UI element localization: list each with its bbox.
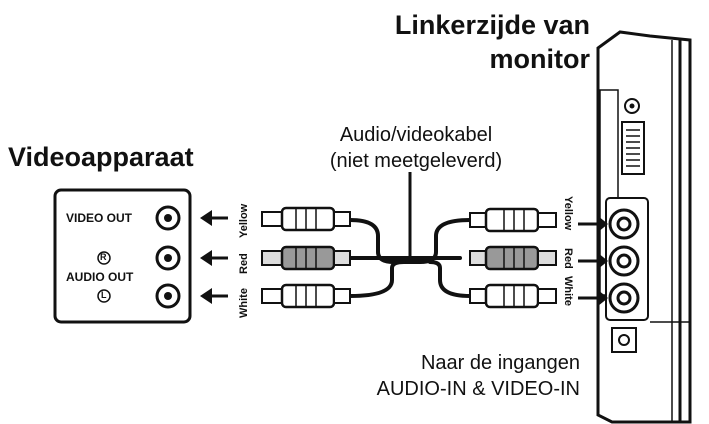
video-out-label: VIDEO OUT — [66, 211, 133, 225]
left-plug-label-white: White — [238, 288, 250, 318]
rca-plug-icon — [261, 206, 351, 232]
rca-plug-icon — [261, 283, 351, 309]
rca-plug-icon — [469, 207, 557, 233]
right-channel-mark — [97, 251, 111, 265]
device-heading: Videoapparaat — [8, 142, 194, 172]
left-plug-label-yellow: Yellow — [238, 203, 250, 238]
arrow-right-icon — [578, 290, 608, 306]
monitor-heading-line2: monitor — [489, 44, 591, 74]
right-channel-letter: R — [100, 252, 107, 262]
rca-plug-icon — [469, 283, 557, 309]
monitor-audio-r-jack — [608, 245, 640, 277]
right-plug-label-yellow: Yellow — [562, 196, 574, 231]
arrow-right-icon — [578, 216, 608, 232]
device-audio-r-jack — [155, 245, 181, 271]
left-channel-letter: L — [101, 290, 107, 300]
left-channel-mark — [97, 289, 111, 303]
audio-out-label: AUDIO OUT — [66, 270, 134, 284]
monitor-video-in-jack — [608, 208, 640, 240]
monitor-heading: Linkerzijde van monitor — [350, 8, 590, 76]
device-video-out-jack — [155, 205, 181, 231]
cable-label-line2: (niet meetgeleverd) — [329, 150, 503, 172]
inputs-note-line1: Naar de ingangen — [420, 352, 580, 374]
monitor-heading-line1: Linkerzijde van — [394, 10, 590, 40]
right-plug-label-white: White — [562, 276, 574, 306]
arrow-right-icon — [578, 253, 608, 269]
arrow-left-icon — [200, 288, 228, 304]
rca-plug-icon — [469, 245, 557, 271]
arrow-left-icon — [200, 250, 228, 266]
av-cable — [348, 218, 472, 298]
inputs-note: Naar de ingangen AUDIO-IN & VIDEO-IN — [330, 350, 580, 402]
right-plug-label-red: Red — [562, 248, 574, 269]
cable-label-line1: Audio/videokabel — [339, 124, 493, 146]
rca-plug-icon — [261, 245, 351, 271]
monitor-audio-l-jack — [608, 282, 640, 314]
arrow-left-icon — [200, 210, 228, 226]
left-plug-label-red: Red — [238, 253, 250, 274]
inputs-note-line2: AUDIO-IN & VIDEO-IN — [376, 378, 580, 400]
cable-label: Audio/videokabel (niet meetgeleverd) — [296, 122, 536, 174]
device-audio-l-jack — [155, 283, 181, 309]
device-panel — [53, 188, 192, 324]
